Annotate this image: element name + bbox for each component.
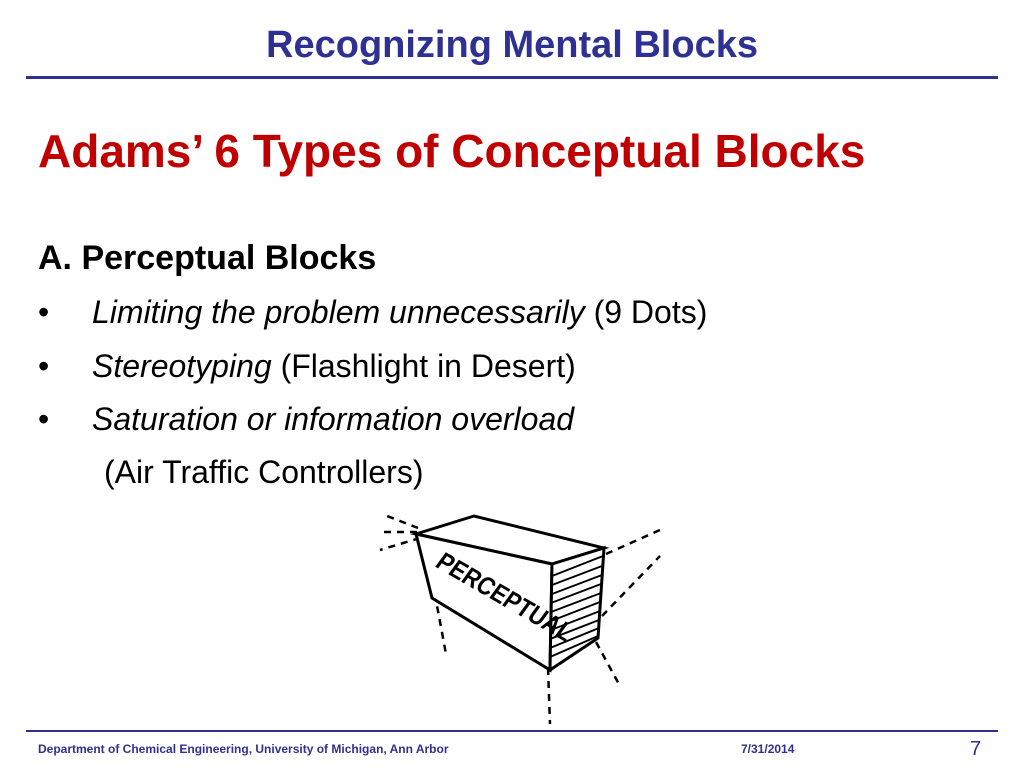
bullet-italic-text: Stereotyping — [92, 348, 272, 384]
perspective-dashed-lines — [378, 512, 661, 725]
bullet-continuation: (Air Traffic Controllers) — [104, 454, 424, 490]
footer-date: 7/31/2014 — [741, 742, 795, 756]
bullet-normal-text: (Flashlight in Desert) — [271, 348, 576, 384]
bullet-marker: • — [38, 294, 50, 330]
bullet-italic-text: Limiting the problem unnecessarily — [92, 294, 585, 330]
bullet-italic-text: Saturation or information overload — [92, 401, 575, 437]
bullet-text: Saturation or information overload — [92, 397, 574, 441]
section-heading: Adams’ 6 Types of Conceptual Blocks — [38, 125, 866, 177]
bullet-text: Limiting the problem unnecessarily (9 Do… — [92, 290, 707, 334]
footer-page-number: 7 — [970, 738, 982, 760]
bullet-marker: • — [38, 348, 50, 384]
slide-title: Recognizing Mental Blocks — [266, 24, 758, 66]
bullet-text: Stereotyping (Flashlight in Desert) — [92, 344, 576, 388]
bullet-normal-text: (9 Dots) — [584, 294, 708, 330]
footer-department: Department of Chemical Engineering, Univ… — [38, 742, 449, 756]
footer-divider — [26, 730, 998, 732]
subsection-title: A. Perceptual Blocks — [38, 239, 377, 277]
title-divider — [26, 76, 998, 79]
bullet-marker: • — [38, 401, 50, 437]
block-side-hatching — [549, 555, 604, 658]
perceptual-block-illustration: PERCEPTUAL — [378, 512, 661, 725]
